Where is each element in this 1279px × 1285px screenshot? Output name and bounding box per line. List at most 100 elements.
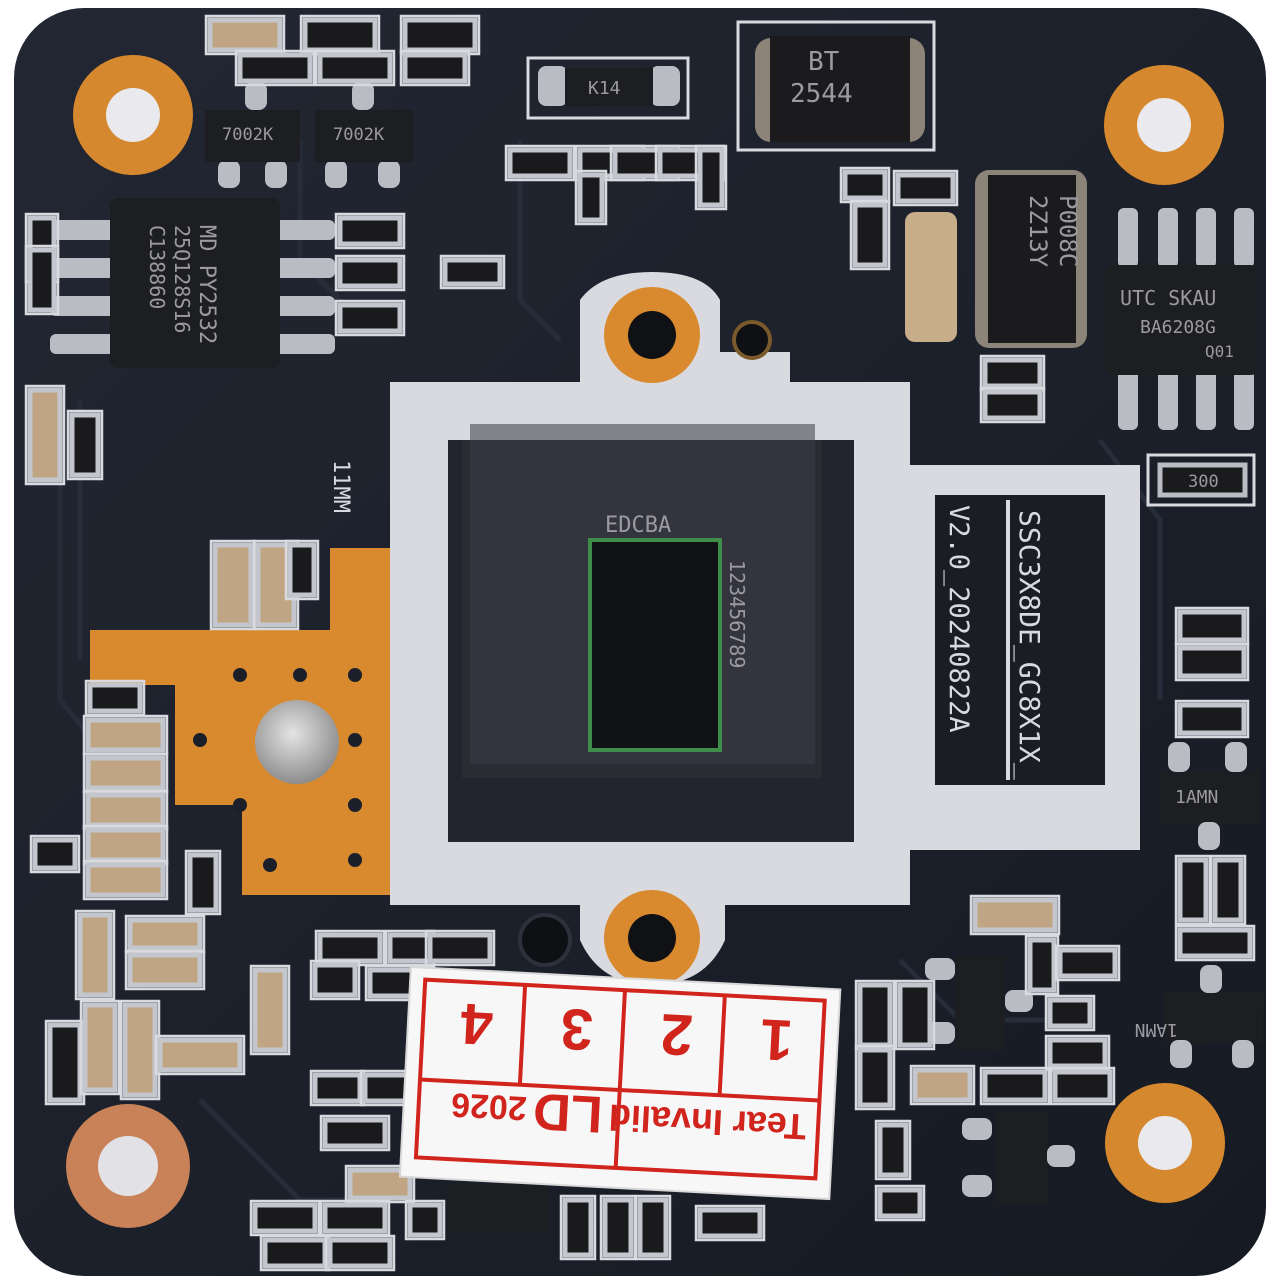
smd-resistor [184, 849, 222, 916]
svg-text:Q01: Q01 [1205, 342, 1234, 361]
soc-top-marking: EDCBA [605, 513, 671, 538]
smd-capacitor [124, 949, 206, 991]
smd-capacitor [82, 789, 169, 831]
smd-resistor [404, 1199, 446, 1241]
smd-resistor [309, 959, 361, 1001]
smd-capacitor [74, 909, 116, 1001]
svg-text:1AMN: 1AMN [1135, 1019, 1178, 1040]
mounting-hole-top-left [73, 55, 193, 175]
inductor-bt2544: BT 2544 [736, 20, 936, 152]
svg-text:7002K: 7002K [222, 125, 274, 145]
smd-resistor [1174, 699, 1250, 739]
smd-resistor [634, 1194, 672, 1261]
warranty-sticker: 1 2 3 4 Tear Invalid LD 2026 [398, 965, 842, 1201]
smd-capacitor [909, 1064, 976, 1106]
smd-resistor [894, 979, 936, 1051]
smd-resistor [66, 409, 104, 481]
smd-resistor [334, 212, 406, 250]
smd-capacitor [24, 384, 66, 486]
flash-chip: MD PY2532 25Q128S16 C138860 [50, 198, 335, 368]
smd-resistor [1044, 1034, 1111, 1072]
svg-text:C138860: C138860 [145, 225, 169, 309]
smd-resistor [319, 1199, 391, 1237]
svg-text:P008C: P008C [1054, 195, 1082, 267]
svg-text:K14: K14 [588, 78, 621, 99]
lens-screw [255, 700, 339, 784]
smd-resistor [1174, 854, 1212, 926]
smd-capacitor [209, 539, 257, 631]
smd-capacitor [82, 824, 169, 866]
smd-resistor [979, 1066, 1051, 1106]
smd-resistor [504, 144, 576, 182]
smd-capacitor [82, 752, 169, 794]
mounting-hole-bottom-right [1105, 1083, 1225, 1203]
smd-resistor [839, 166, 891, 204]
smd-resistor [854, 1044, 896, 1111]
lens-size-text: 11MM [328, 460, 353, 513]
svg-text:BT: BT [808, 47, 840, 77]
smd-capacitor [79, 999, 121, 1096]
board-version-text: V2.0_20240822A [943, 505, 974, 733]
smd-resistor [314, 49, 396, 87]
smd-resistor [334, 299, 406, 337]
regulator-1amn-lower: 1AMN [1135, 965, 1263, 1068]
smd-resistor [299, 14, 381, 56]
smd-resistor [399, 49, 471, 87]
smd-resistor [324, 1234, 396, 1272]
smd-capacitor [119, 999, 161, 1101]
smd-capacitor [82, 859, 169, 901]
mounting-hole-top-right [1104, 65, 1224, 185]
mounting-hole-bottom-left [66, 1104, 190, 1228]
transistor-lower-right-b [962, 1112, 1075, 1204]
smd-resistor [979, 354, 1046, 392]
smd-resistor [334, 254, 406, 292]
smd-resistor [439, 254, 506, 290]
svg-text:2544: 2544 [790, 79, 853, 109]
inductor-p008c: P008C 2Z13Y [975, 170, 1087, 348]
sticker-digit-1: 1 [759, 1006, 795, 1073]
copper-pad-holes [193, 668, 362, 872]
svg-text:2Z13Y: 2Z13Y [1024, 195, 1052, 268]
smd-resistor [599, 1194, 637, 1261]
smd-capacitor [82, 714, 169, 756]
sticker-ld-text: LD [532, 1082, 604, 1144]
center-via-top [604, 287, 700, 383]
smd-resistor [29, 834, 81, 874]
diode-k14: K14 [526, 56, 690, 120]
smd-resistor [1054, 944, 1121, 982]
smd-resistor [1024, 934, 1060, 996]
smd-resistor [1174, 924, 1256, 962]
smd-resistor [892, 169, 959, 207]
smd-resistor [24, 244, 60, 316]
model-text-area [935, 495, 1105, 785]
smd-resistor [249, 1199, 321, 1237]
svg-text:UTC SKAU: UTC SKAU [1120, 286, 1216, 310]
sticker-digit-2: 2 [659, 1001, 695, 1068]
svg-text:7002K: 7002K [333, 125, 385, 145]
smd-resistor [424, 929, 496, 967]
svg-text:1AMN: 1AMN [1175, 787, 1218, 808]
soc-die [588, 538, 722, 752]
smd-resistor [309, 1069, 366, 1107]
smd-resistor [694, 144, 728, 211]
sticker-year-text: 2026 [450, 1085, 528, 1127]
center-via-bottom [604, 890, 700, 986]
svg-text:BA6208G: BA6208G [1140, 317, 1216, 338]
smd-resistor [694, 1204, 766, 1242]
sticker-digit-4: 4 [459, 991, 495, 1058]
svg-text:MD PY2532: MD PY2532 [194, 225, 219, 344]
svg-text:300: 300 [1188, 472, 1219, 492]
smd-resistor [874, 1119, 912, 1181]
smd-capacitor [249, 964, 291, 1056]
smd-capacitor [154, 1034, 246, 1076]
smd-resistor [234, 49, 316, 87]
utc-ba6208g-chip: UTC SKAU BA6208G Q01 [1105, 208, 1257, 430]
smd-resistor [84, 679, 146, 717]
smd-components [24, 14, 1256, 1272]
smd-resistor [44, 1019, 86, 1106]
smd-resistor [1174, 606, 1250, 646]
smd-resistor [1174, 642, 1250, 682]
smd-resistor [259, 1234, 331, 1272]
small-via-top [732, 320, 772, 360]
